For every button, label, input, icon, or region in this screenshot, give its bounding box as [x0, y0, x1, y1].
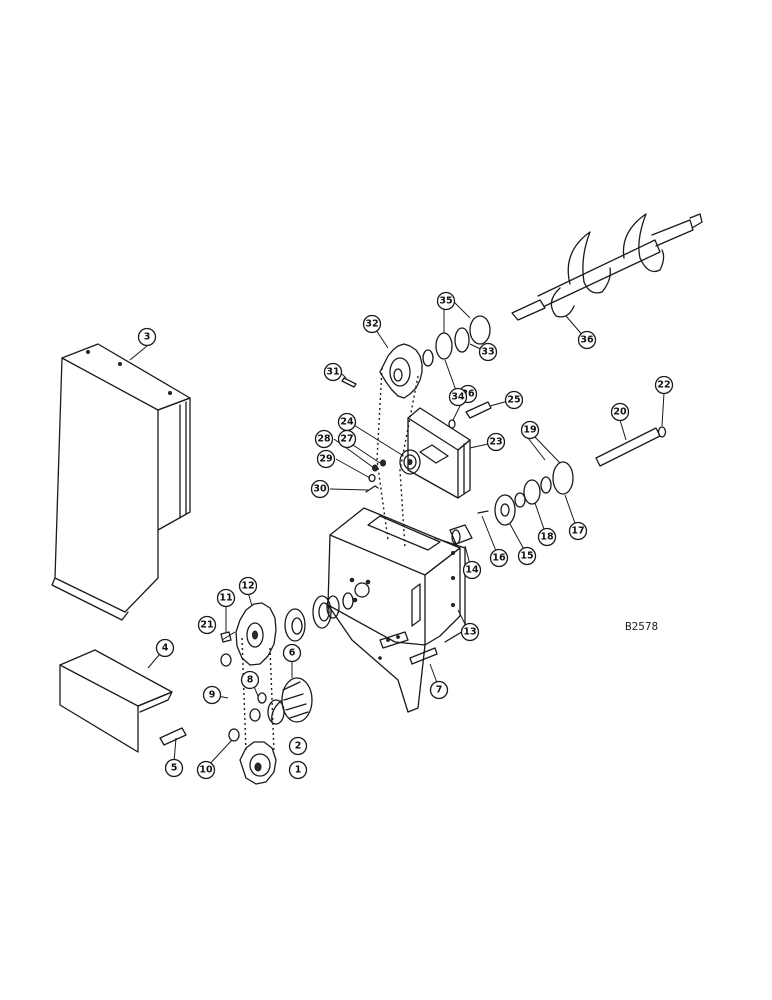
- drive-chain-lower: [241, 637, 275, 753]
- callout-25: 25: [504, 390, 524, 410]
- callout-34: 34: [448, 387, 468, 407]
- callout-24: 24: [337, 412, 357, 432]
- callout-13: 13: [460, 622, 480, 642]
- svg-text:31: 31: [326, 367, 339, 378]
- svg-text:28: 28: [317, 434, 331, 445]
- callout-12: 12: [238, 576, 258, 596]
- svg-text:7: 7: [436, 685, 443, 696]
- svg-text:26: 26: [461, 389, 475, 400]
- callout-27: 27: [337, 429, 357, 449]
- svg-text:10: 10: [199, 765, 213, 776]
- callout-23: 23: [486, 432, 506, 452]
- small-fasteners: [220, 377, 492, 742]
- svg-text:15: 15: [520, 551, 533, 562]
- svg-text:22: 22: [657, 380, 670, 391]
- svg-text:23: 23: [489, 437, 502, 448]
- tube-part-14: [449, 524, 473, 545]
- svg-text:4: 4: [162, 643, 169, 654]
- sprocket-part-12: [235, 602, 277, 666]
- svg-text:12: 12: [241, 581, 254, 592]
- callout-33: 33: [478, 342, 498, 362]
- drawing-code-label: B2578: [625, 620, 658, 633]
- svg-text:5: 5: [171, 763, 178, 774]
- upper-sprocket-part: [379, 343, 423, 399]
- drive-chain-upper: [376, 367, 419, 549]
- svg-text:13: 13: [463, 627, 476, 638]
- svg-text:16: 16: [492, 553, 506, 564]
- callout-29: 29: [316, 449, 336, 469]
- callout-1: 1: [288, 760, 308, 780]
- ring-part-22: [657, 426, 667, 438]
- bearing-assembly-front: [284, 592, 354, 642]
- svg-text:27: 27: [340, 434, 353, 445]
- svg-text:35: 35: [439, 296, 452, 307]
- callout-16: 16: [489, 548, 509, 568]
- callout-2: 2: [288, 736, 308, 756]
- callout-18: 18: [537, 527, 557, 547]
- svg-text:34: 34: [451, 392, 465, 403]
- svg-text:2: 2: [295, 741, 302, 752]
- callout-28: 28: [314, 429, 334, 449]
- callout-32: 32: [362, 314, 382, 334]
- shaft-part-20: [595, 427, 661, 467]
- svg-text:14: 14: [465, 565, 479, 576]
- roller-part-6: [267, 677, 313, 725]
- main-housing-part: [327, 507, 466, 713]
- callout-31: 31: [323, 362, 343, 382]
- callout-7: 7: [429, 680, 449, 700]
- idler-part: [399, 449, 421, 475]
- callout-8: 8: [240, 670, 260, 690]
- svg-text:6: 6: [289, 648, 296, 659]
- svg-text:9: 9: [209, 690, 216, 701]
- pin-part-5: [159, 727, 187, 746]
- callout-20: 20: [610, 402, 630, 422]
- callout-9: 9: [202, 685, 222, 705]
- svg-text:24: 24: [340, 417, 354, 428]
- lower-sprocket-part: [239, 741, 277, 785]
- callout-4: 4: [155, 638, 175, 658]
- callout-17: 17: [568, 521, 588, 541]
- callout-14: 14: [462, 560, 482, 580]
- callout-11: 11: [216, 588, 236, 608]
- callout-30: 30: [310, 479, 330, 499]
- callout-22: 22: [654, 375, 674, 395]
- svg-text:29: 29: [319, 454, 332, 465]
- callout-3: 3: [137, 327, 157, 347]
- svg-text:1: 1: [295, 765, 302, 776]
- svg-text:17: 17: [571, 526, 584, 537]
- callout-36: 36: [577, 330, 597, 350]
- upper-bearing-set: [422, 315, 491, 367]
- svg-text:11: 11: [219, 593, 232, 604]
- shield-cover-part: [51, 343, 191, 621]
- callout-5: 5: [164, 758, 184, 778]
- bracket-plate-part: [407, 407, 471, 499]
- callout-35: 35: [436, 291, 456, 311]
- svg-text:30: 30: [313, 484, 327, 495]
- svg-text:33: 33: [481, 347, 494, 358]
- small-shield-part: [59, 649, 173, 753]
- callout-6: 6: [282, 643, 302, 663]
- svg-text:36: 36: [580, 335, 594, 346]
- svg-text:21: 21: [200, 620, 213, 631]
- auger-part-36: [511, 213, 703, 321]
- svg-text:3: 3: [144, 332, 151, 343]
- svg-text:18: 18: [540, 532, 554, 543]
- callout-10: 10: [196, 760, 216, 780]
- svg-text:8: 8: [247, 675, 254, 686]
- svg-text:20: 20: [613, 407, 627, 418]
- svg-text:32: 32: [365, 319, 378, 330]
- svg-text:25: 25: [507, 395, 520, 406]
- svg-text:19: 19: [523, 425, 536, 436]
- callout-15: 15: [517, 546, 537, 566]
- right-bearing-assembly: [477, 461, 574, 526]
- callout-19: 19: [520, 420, 540, 440]
- callout-21: 21: [197, 615, 217, 635]
